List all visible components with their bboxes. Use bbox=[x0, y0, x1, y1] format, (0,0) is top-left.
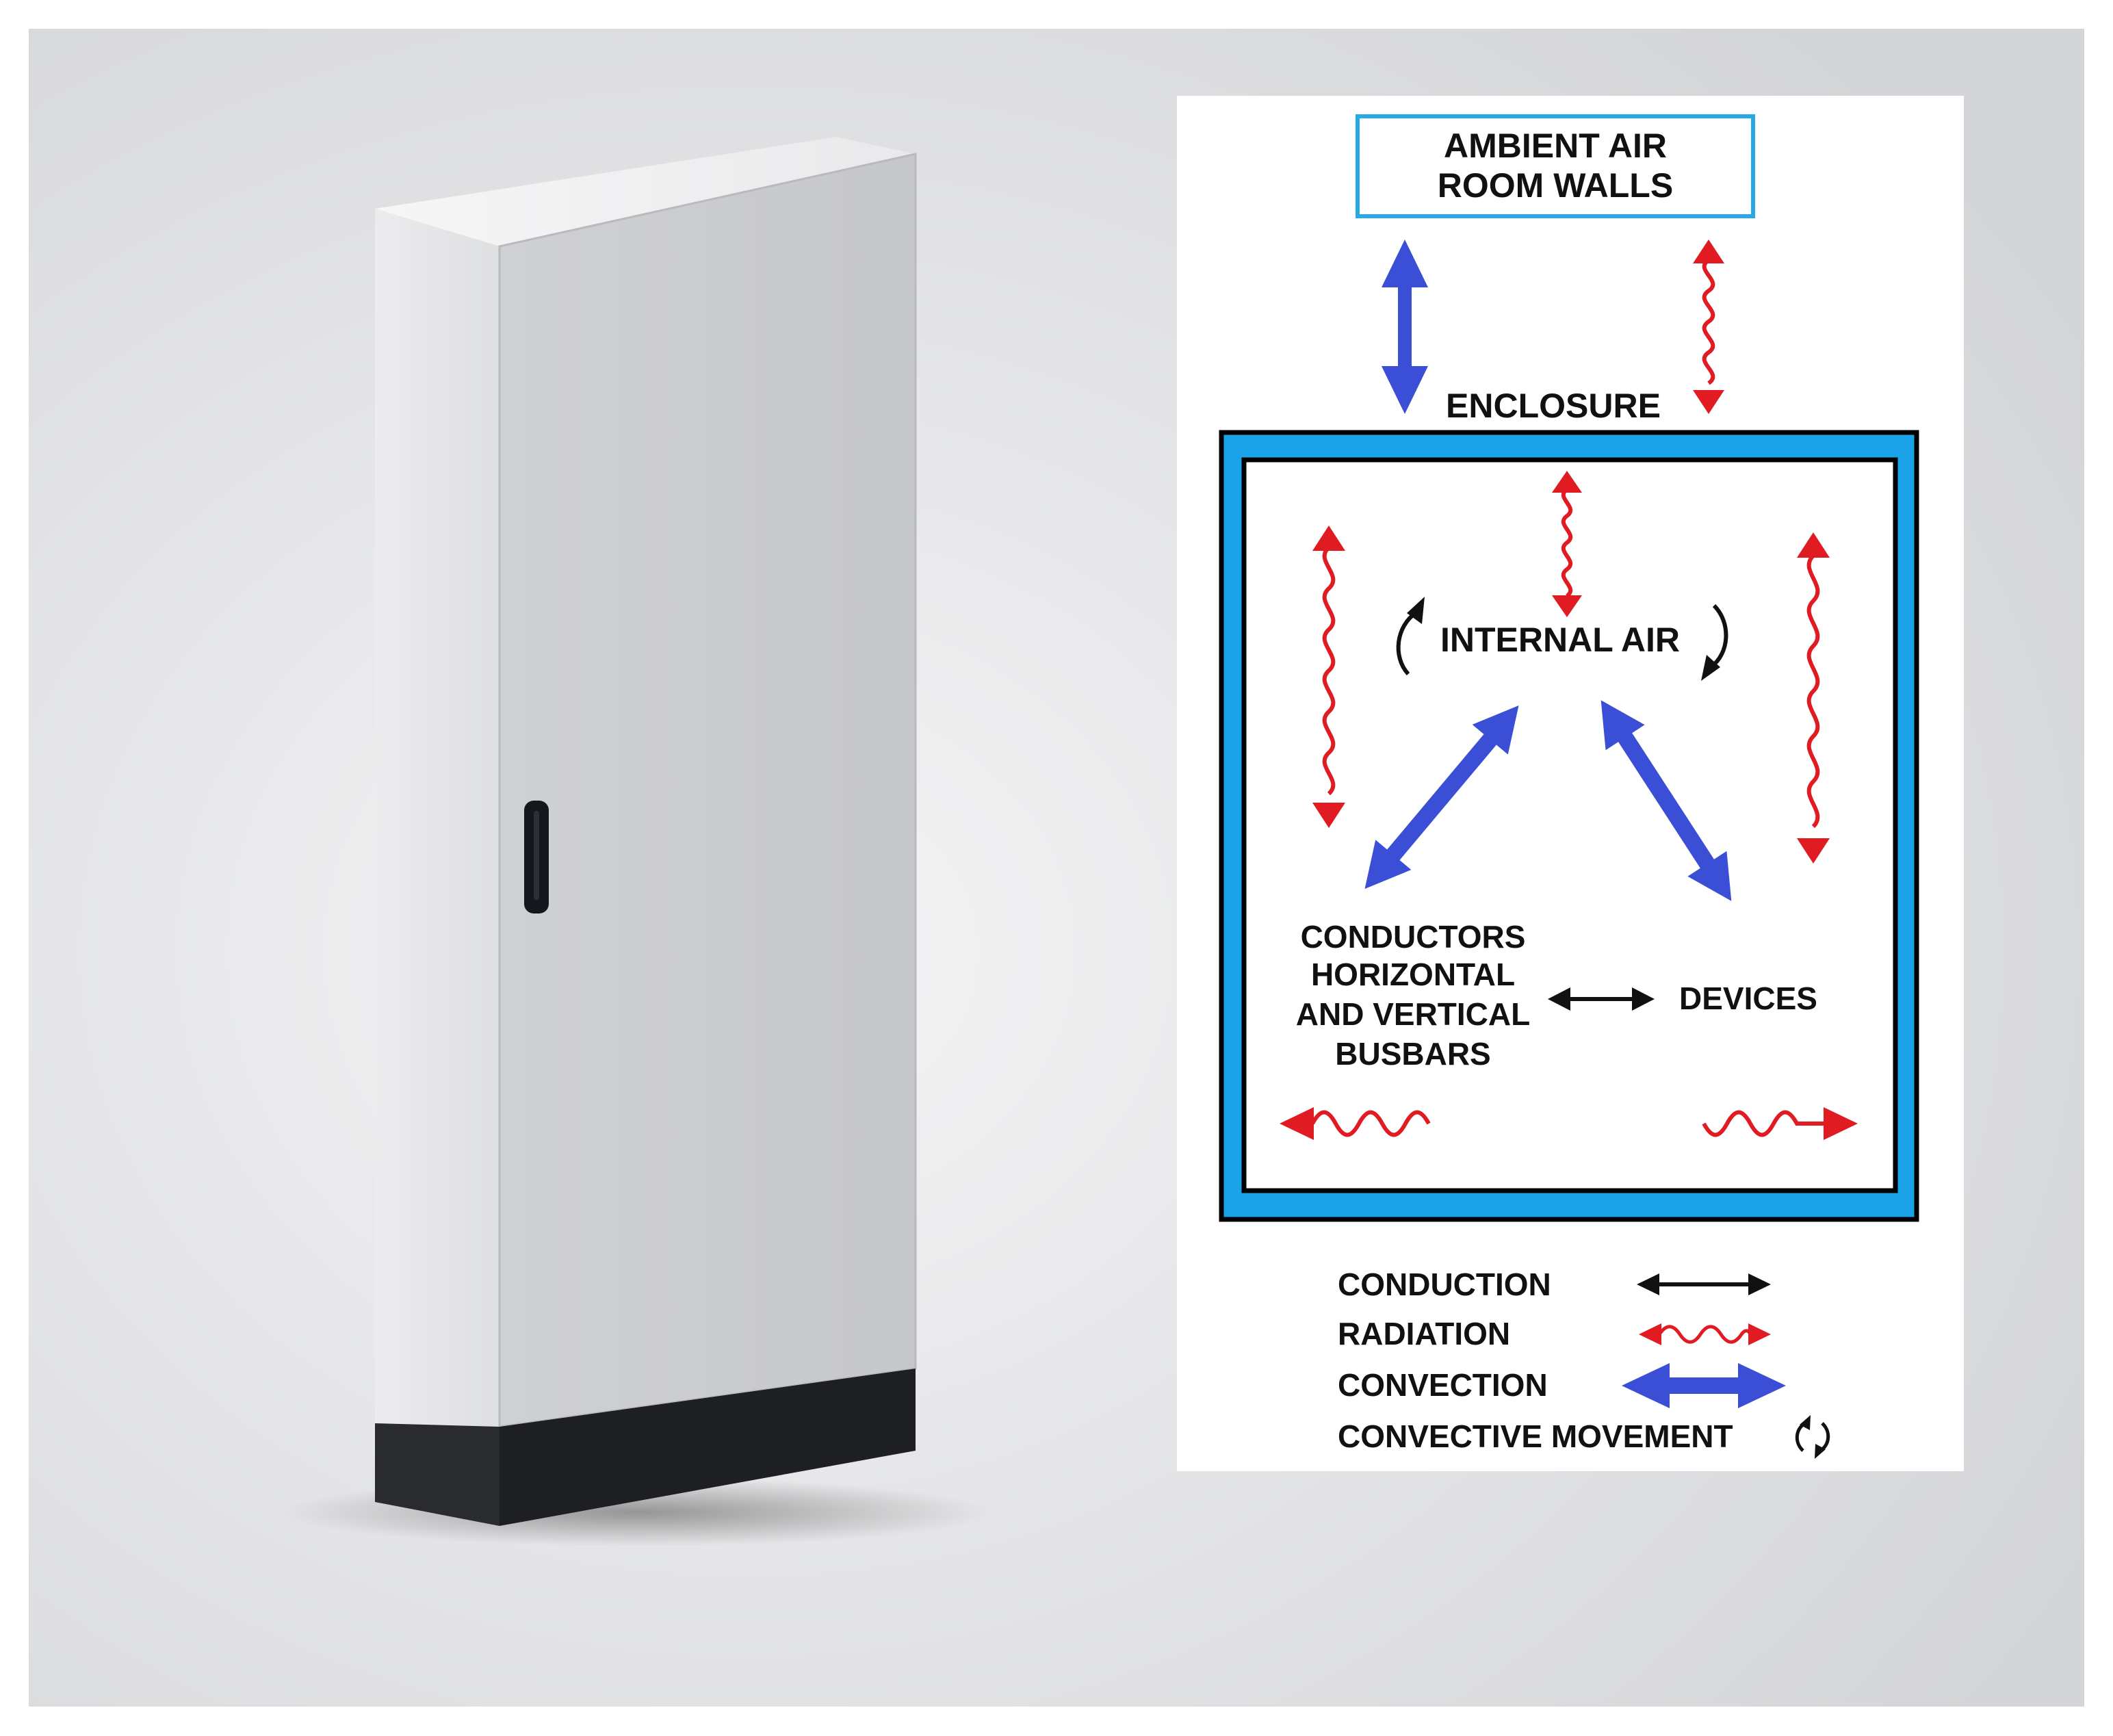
legend-convection-label: CONVECTION bbox=[1338, 1367, 1548, 1403]
cabinet-side bbox=[375, 209, 500, 1427]
enclosure-inner-space bbox=[1241, 457, 1898, 1193]
conductors-label-line-4: BUSBARS bbox=[1335, 1036, 1490, 1072]
convection-arrow-left-diagonal bbox=[1364, 705, 1519, 890]
conductors-label-line-1: CONDUCTORS bbox=[1301, 919, 1526, 955]
convection-arrow-right-diagonal bbox=[1600, 700, 1732, 901]
conduction-arrow-inner bbox=[1548, 987, 1655, 1011]
conductors-label-line-3: AND VERTICAL bbox=[1296, 996, 1530, 1032]
legend-conduction-symbol bbox=[1637, 1273, 1771, 1295]
room-walls-label: ROOM WALLS bbox=[1438, 166, 1673, 205]
conductors-label-line-2: HORIZONTAL bbox=[1311, 957, 1515, 992]
radiation-arrow-bottom-left bbox=[1280, 1107, 1431, 1140]
cabinet-plinth bbox=[500, 1369, 916, 1526]
cabinet-render bbox=[281, 137, 992, 1546]
ambient-air-label: AMBIENT AIR bbox=[1444, 127, 1667, 165]
cabinet-door bbox=[498, 153, 917, 1428]
radiation-arrow-inner-top bbox=[1552, 471, 1582, 617]
devices-label: DEVICES bbox=[1679, 981, 1817, 1016]
legend-convective-movement-icon bbox=[1795, 1415, 1830, 1459]
radiation-arrow-top bbox=[1693, 239, 1724, 414]
enclosure-label: ENCLOSURE bbox=[1446, 387, 1661, 425]
convective-movement-icon-left bbox=[1396, 597, 1425, 676]
ambient-box bbox=[1356, 114, 1755, 218]
radiation-arrow-right bbox=[1797, 532, 1830, 864]
convective-movement-icon-right bbox=[1701, 604, 1728, 681]
legend-conduction-label: CONDUCTION bbox=[1338, 1267, 1551, 1302]
legend-radiation-label: RADIATION bbox=[1338, 1316, 1510, 1351]
radiation-arrow-left bbox=[1312, 526, 1345, 828]
convection-arrow-top bbox=[1382, 239, 1428, 414]
internal-air-label: INTERNAL AIR bbox=[1440, 621, 1680, 659]
legend-radiation-symbol bbox=[1639, 1323, 1771, 1345]
cabinet-plinth-side bbox=[375, 1423, 500, 1526]
radiation-arrow-bottom-right bbox=[1702, 1107, 1858, 1140]
cabinet-top bbox=[375, 137, 916, 246]
legend-convection-symbol bbox=[1622, 1363, 1786, 1408]
legend-convective-movement-label: CONVECTIVE MOVEMENT bbox=[1338, 1418, 1733, 1454]
